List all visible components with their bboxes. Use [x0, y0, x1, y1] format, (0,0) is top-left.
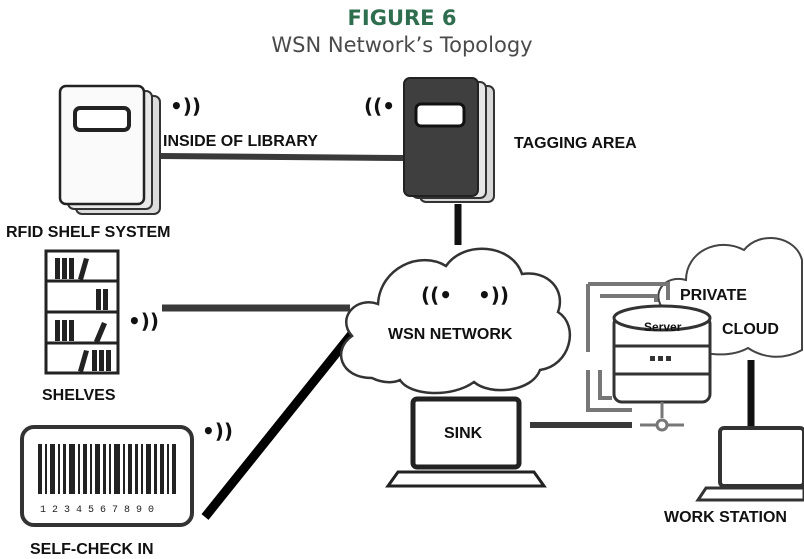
- workstation-laptop-icon: [695, 426, 804, 502]
- bookcase-icon: [44, 249, 120, 375]
- rfid-shelf-label: RFID SHELF SYSTEM: [6, 224, 170, 241]
- barcode-digits: 1 2 3 4 5 6 7 8 9 0: [40, 505, 154, 516]
- wsn-network-label: WSN NETWORK: [388, 326, 513, 343]
- figure-title: WSN Network’s Topology: [271, 33, 533, 57]
- tagging-area-icon: [403, 77, 495, 203]
- link-rfid-tagging: [159, 153, 404, 161]
- barcode-icon: 1 2 3 4 5 6 7 8 9 0: [20, 425, 194, 527]
- wireless-right-icon: •)): [478, 283, 509, 307]
- self-check-label: SELF-CHECK IN: [30, 541, 154, 558]
- figure-number: FIGURE 6: [347, 6, 457, 30]
- wsn-cloud-icon: [339, 247, 572, 395]
- server-icon: [586, 282, 712, 432]
- wireless-right-icon: •)): [202, 419, 233, 443]
- tagging-area-label: TAGGING AREA: [514, 135, 637, 152]
- private-label: PRIVATE: [680, 287, 747, 304]
- shelves-label: SHELVES: [42, 387, 116, 404]
- wireless-left-icon: ((•: [364, 94, 395, 118]
- sink-laptop-icon: [385, 396, 547, 488]
- wireless-left-icon: ((•: [421, 283, 452, 307]
- cloud-label: CLOUD: [722, 321, 779, 338]
- wireless-right-icon: •)): [170, 94, 201, 118]
- server-label: Server: [644, 320, 682, 334]
- inside-library-label: INSIDE OF LIBRARY: [163, 133, 318, 150]
- rfid-shelf-icon: [58, 84, 161, 215]
- wireless-right-icon: •)): [128, 309, 159, 333]
- link-selfcheck-wsn: [201, 312, 371, 520]
- workstation-label: WORK STATION: [664, 509, 787, 526]
- sink-label: SINK: [444, 425, 483, 442]
